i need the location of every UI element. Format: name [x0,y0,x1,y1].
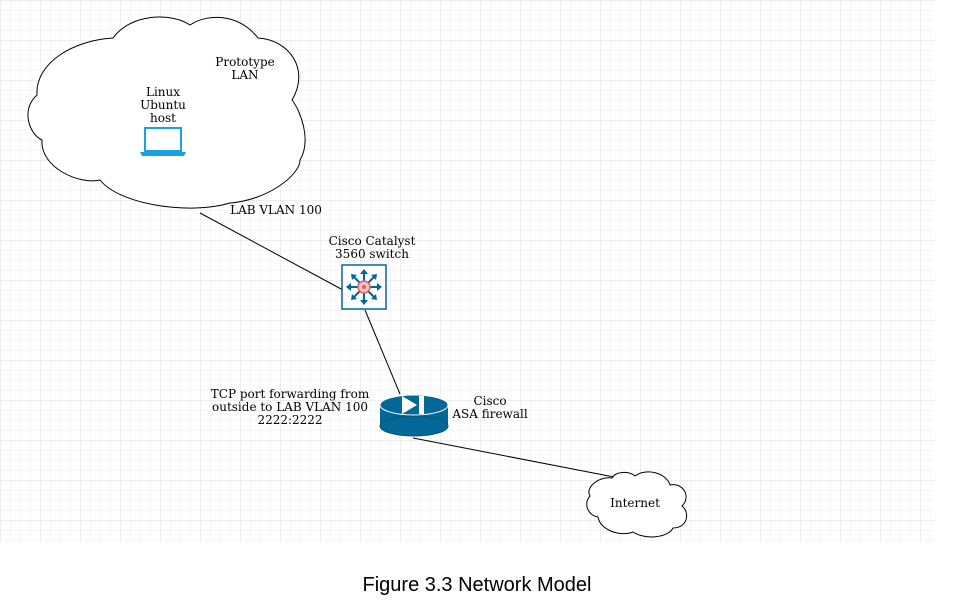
laptop-icon [140,127,186,156]
firewall-label: Cisco ASA firewall [452,394,528,421]
link-switch-firewall [364,309,401,395]
linux-host-label: Linux Ubuntu host [140,85,186,125]
internet-cloud [586,471,688,538]
figure-caption: Figure 3.3 Network Model [362,574,592,596]
link-lan-switch [199,212,344,291]
firewall-icon [379,394,449,437]
switch-label: Cisco Catalyst 3560 switch [328,234,416,261]
lab-vlan-label: LAB VLAN 100 [230,203,322,217]
internet-label: Internet [610,496,660,510]
port-forwarding-label: TCP port forwarding from outside to LAB … [210,387,370,427]
link-firewall-internet [412,437,615,478]
prototype-lan-label: Prototype LAN [215,55,275,82]
layer3-switch-icon [341,264,387,310]
prototype-lan-cloud [27,16,306,209]
